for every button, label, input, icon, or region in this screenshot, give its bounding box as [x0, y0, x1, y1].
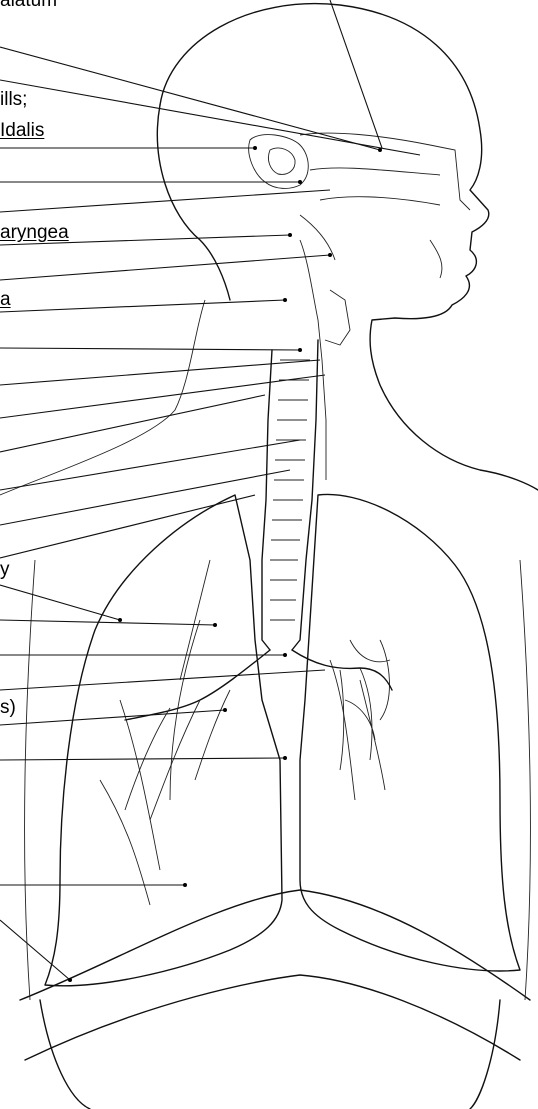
label-tonsils: ills;: [0, 90, 27, 110]
label-a: a: [0, 290, 11, 310]
label-palatum: alatum: [0, 0, 57, 11]
lungs: [45, 494, 520, 985]
label-pharyngea: aryngea: [0, 223, 69, 243]
label-idalis: Idalis: [0, 121, 44, 141]
head-outline: [0, 4, 538, 495]
leader-lines: [0, 0, 420, 980]
label-s: s): [0, 698, 16, 718]
torso-outline: [20, 560, 530, 1109]
trachea-column: [262, 340, 318, 650]
label-y: y: [0, 560, 10, 580]
